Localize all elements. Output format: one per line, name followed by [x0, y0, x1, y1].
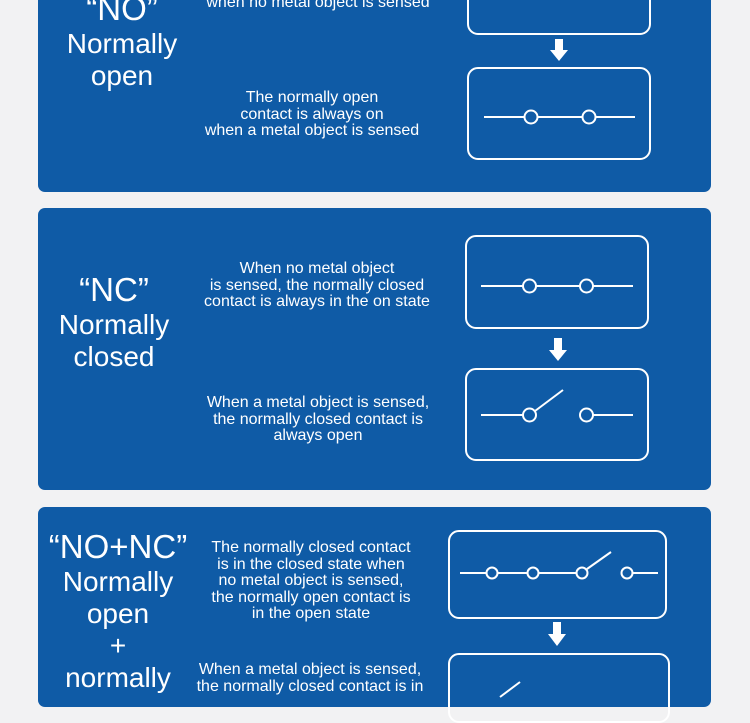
- nc-box-sensed: [465, 368, 649, 461]
- no-label-line-1: Normally: [66, 28, 178, 59]
- nc-title: “NC” Normally closed: [52, 271, 176, 373]
- no-box-not-sensed: [467, 0, 651, 35]
- nonc-label-line-3: +: [109, 630, 127, 661]
- no-desc-sensed-line-2: contact is always on: [240, 105, 384, 123]
- nc-desc-sensed: When a metal object is sensed, the norma…: [187, 394, 449, 445]
- nc-box-not-sensed: [465, 235, 649, 329]
- nc-desc-sensed-line-1: When a metal object is sensed,: [206, 394, 430, 411]
- nonc-desc-not-sensed-line-3: no metal object is sensed,: [218, 572, 404, 589]
- contact-closed-symbol: [484, 109, 635, 125]
- nc-quote: “NC”: [79, 271, 149, 308]
- dual-contact-symbol: [499, 681, 521, 698]
- panel-normally-open-plus-closed: “NO+NC” Normally open + normally The nor…: [38, 507, 711, 723]
- nc-desc-not-sensed-line-1: When no metal object: [239, 260, 395, 277]
- nonc-desc-not-sensed: The normally closed contact is in the cl…: [193, 539, 429, 623]
- down-arrow-icon: [549, 338, 567, 361]
- no-desc-not-sensed: when no metal object is sensed: [188, 0, 448, 12]
- no-desc-sensed-line-3: when a metal object is sensed: [204, 122, 420, 139]
- nonc-label-line-1: Normally: [62, 566, 174, 597]
- no-label-line-2: open: [90, 60, 154, 91]
- nonc-desc-sensed-line-1: When a metal object is sensed,: [198, 661, 422, 678]
- nonc-box-sensed: [448, 653, 670, 723]
- no-desc-not-sensed-line-1: when no metal object is sensed: [206, 0, 430, 11]
- contact-open-symbol: [481, 389, 633, 423]
- nonc-title: “NO+NC” Normally open + normally: [40, 528, 196, 694]
- no-desc-sensed-line-1: The normally open: [245, 89, 379, 106]
- no-quote: “NO”: [86, 0, 158, 27]
- panel-normally-open: “NO” Normally open when no metal object …: [38, 0, 711, 192]
- nonc-desc-not-sensed-line-2: is in the closed state when: [217, 555, 405, 573]
- down-arrow-icon: [548, 622, 566, 646]
- nc-label-line-2: closed: [73, 341, 155, 372]
- nc-desc-not-sensed: When no metal object is sensed, the norm…: [186, 260, 448, 311]
- nc-desc-not-sensed-line-2: is sensed, the normally closed: [209, 276, 425, 294]
- nonc-desc-not-sensed-line-5: in the open state: [251, 605, 371, 622]
- nonc-desc-sensed-line-2: the normally closed contact is in: [196, 677, 424, 695]
- nonc-label-line-4: normally: [65, 662, 171, 693]
- no-title: “NO” Normally open: [60, 0, 184, 92]
- nc-label-line-1: Normally: [58, 309, 170, 340]
- no-desc-sensed: The normally open contact is always on w…: [181, 89, 443, 140]
- down-arrow-icon: [550, 39, 568, 61]
- contact-closed-symbol: [481, 278, 633, 294]
- panel-normally-closed: “NC” Normally closed When no metal objec…: [38, 208, 711, 490]
- nonc-box-not-sensed: [448, 530, 667, 619]
- nonc-desc-sensed: When a metal object is sensed, the norma…: [179, 661, 441, 695]
- nc-desc-sensed-line-3: always open: [273, 427, 363, 444]
- nonc-desc-not-sensed-line-4: the normally open contact is: [211, 588, 411, 606]
- nonc-desc-not-sensed-line-1: The normally closed contact: [211, 539, 411, 556]
- contact-open-symbol: [469, 0, 649, 33]
- nonc-quote: “NO+NC”: [48, 528, 188, 565]
- nc-desc-not-sensed-line-3: contact is always in the on state: [204, 293, 430, 310]
- dual-contact-symbol: [460, 551, 658, 580]
- nc-desc-sensed-line-2: the normally closed contact is: [213, 410, 423, 428]
- nonc-label-line-2: open: [86, 598, 150, 629]
- no-box-sensed: [467, 67, 651, 160]
